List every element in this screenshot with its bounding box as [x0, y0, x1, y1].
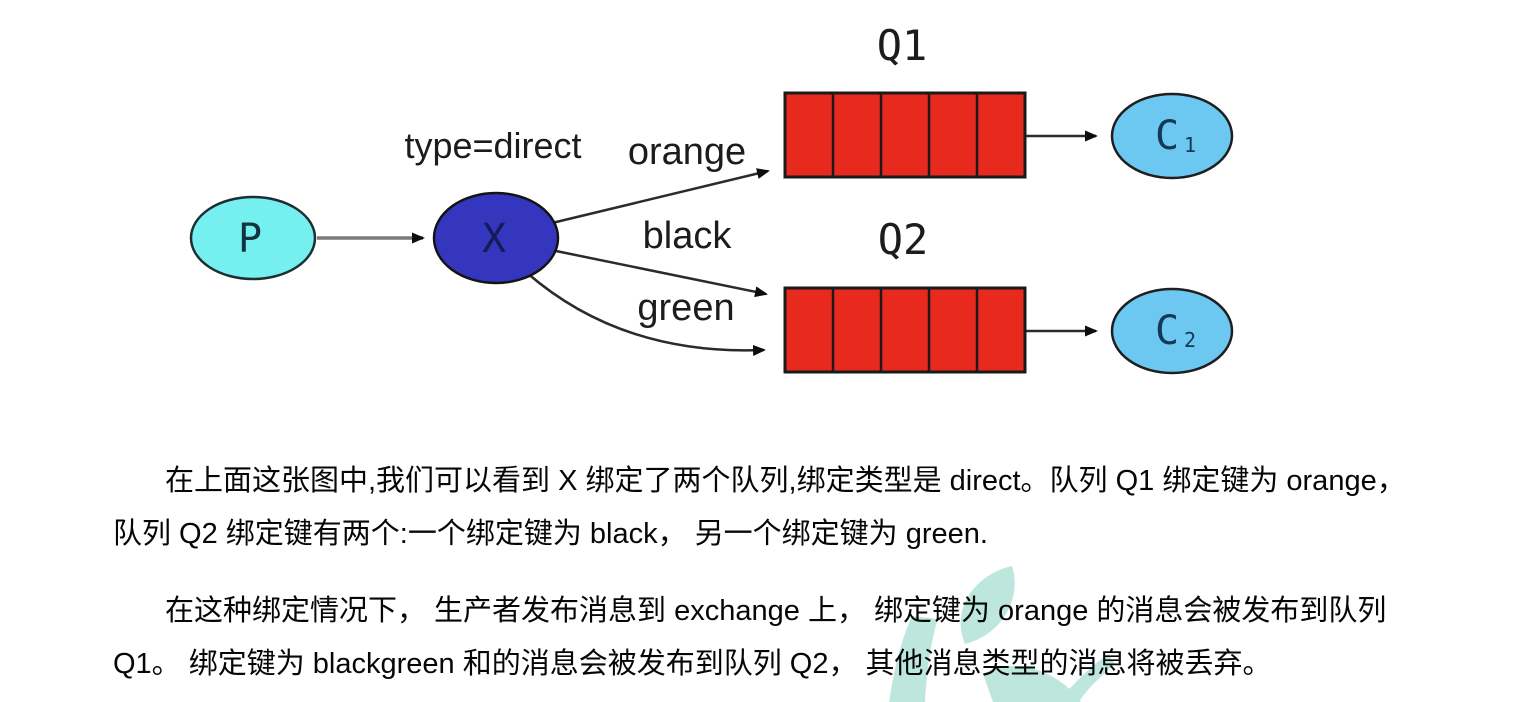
queue1 [783, 91, 1027, 179]
watermark-glyph [889, 566, 1115, 702]
consumer2-ellipse [1110, 287, 1234, 375]
paragraph2-line1: 在这种绑定情况下， 生产者发布消息到 exchange 上， 绑定键为 oran… [165, 595, 1387, 627]
watermark-vertical-stroke [889, 616, 938, 702]
consumer1-node: C 1 [1110, 92, 1234, 180]
queue2-cell-dividers [831, 288, 979, 372]
producer-label: P [238, 216, 262, 262]
consumer1-ellipse [1110, 92, 1234, 180]
exchange-node: X [432, 191, 560, 285]
queue2 [783, 286, 1027, 374]
producer-node: P [189, 195, 317, 281]
watermark-dot-stroke [1005, 685, 1039, 699]
watermark-right-stroke [1058, 654, 1115, 702]
binding-arrow-orange [551, 168, 770, 225]
paragraph2-line2: Q1。 绑定键为 blackgreen 和的消息会被发布到队列 Q2， 其他消息… [113, 648, 1272, 680]
queue2-title: Q2 [878, 215, 929, 264]
direct-exchange-diagram: P X type=direct orange black green Q1 Q2… [189, 21, 1234, 375]
queue1-rect [783, 91, 1027, 179]
consumer2-subscript: 2 [1184, 328, 1196, 352]
consumer2-label: C [1155, 308, 1179, 354]
binding-key-black-label: black [643, 215, 733, 257]
paragraph1-line1: 在上面这张图中,我们可以看到 X 绑定了两个队列,绑定类型是 direct。队列… [165, 465, 1406, 497]
watermark-leaf-stroke [960, 566, 1015, 644]
binding-key-green-label: green [637, 287, 734, 329]
queue2-rect [783, 286, 1027, 374]
binding-arrow-black [555, 249, 768, 298]
paragraph1-line2: 队列 Q2 绑定键有两个:一个绑定键为 black， 另一个绑定键为 green… [113, 518, 988, 550]
queue1-title: Q1 [877, 21, 928, 70]
consumer2-node: C 2 [1110, 287, 1234, 375]
binding-key-orange-label: orange [628, 131, 746, 173]
brand-watermark [889, 566, 1115, 702]
exchange-label: X [482, 216, 506, 262]
consumer1-label: C [1155, 113, 1179, 159]
exchange-ellipse [432, 191, 560, 285]
consumer1-subscript: 1 [1184, 133, 1196, 157]
queue1-cell-dividers [831, 93, 979, 177]
exchange-type-label: type=direct [404, 125, 581, 166]
binding-arrow-green [525, 271, 766, 356]
producer-ellipse [189, 195, 317, 281]
